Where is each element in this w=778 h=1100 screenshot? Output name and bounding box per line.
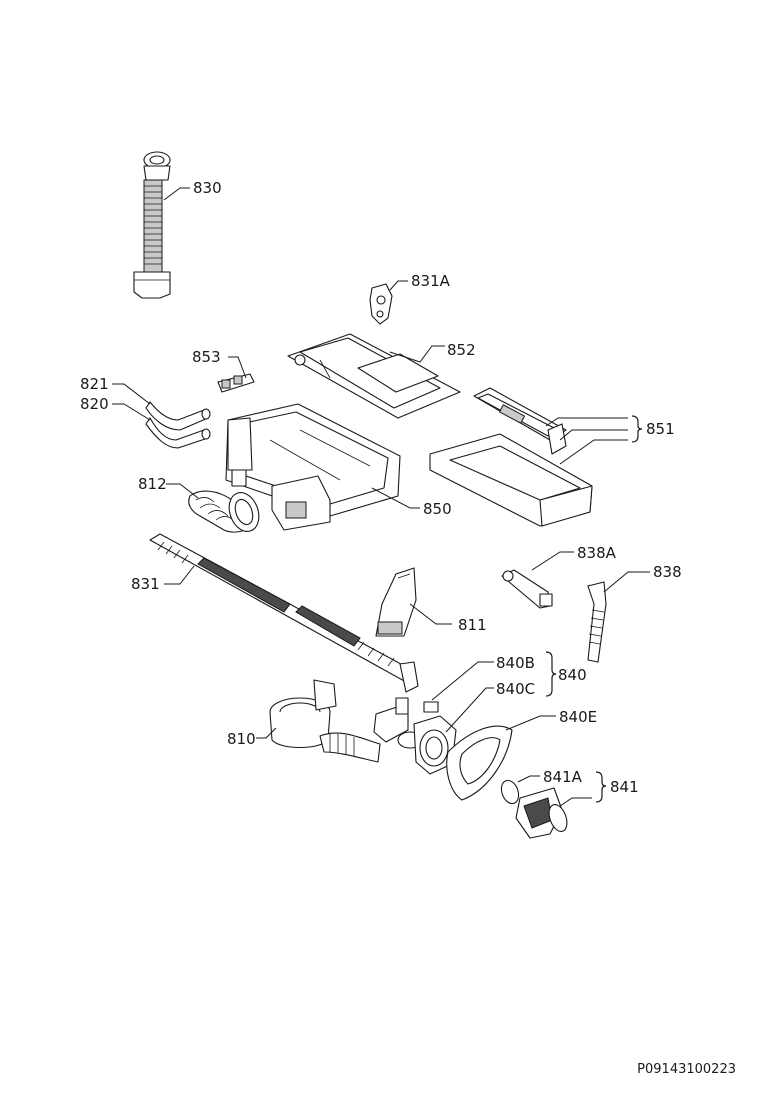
part-853-valve xyxy=(217,373,255,393)
label-840E: 840E xyxy=(559,708,597,726)
label-830: 830 xyxy=(193,179,222,197)
label-838: 838 xyxy=(653,563,682,581)
label-850: 850 xyxy=(423,500,452,518)
part-830-drain-hose xyxy=(133,151,171,299)
part-831-long-hose xyxy=(149,533,419,693)
drawing-code: P09143100223 xyxy=(637,1062,736,1077)
part-851-dispenser-drawer xyxy=(429,387,593,527)
label-810: 810 xyxy=(227,730,256,748)
label-812: 812 xyxy=(138,475,167,493)
part-840-drain-pump xyxy=(373,697,457,775)
label-821: 821 xyxy=(80,375,109,393)
label-853: 853 xyxy=(192,348,221,366)
part-841-filter xyxy=(500,779,568,839)
label-841: 841 xyxy=(610,778,639,796)
part-831A-bracket xyxy=(369,283,393,325)
part-810-sump xyxy=(269,679,381,763)
label-831: 831 xyxy=(131,575,160,593)
label-852: 852 xyxy=(447,341,476,359)
part-850-dispenser-housing xyxy=(225,403,401,531)
label-840B: 840B xyxy=(496,654,535,672)
label-838A: 838A xyxy=(577,544,617,562)
label-820: 820 xyxy=(80,395,109,413)
label-840C: 840C xyxy=(496,680,535,698)
label-811: 811 xyxy=(458,616,487,634)
part-838-corrugated-pipe xyxy=(587,581,607,663)
label-841A: 841A xyxy=(543,768,583,786)
label-831A: 831A xyxy=(411,272,451,290)
part-838A-valve xyxy=(501,569,553,609)
part-840E-pump-cover xyxy=(446,725,513,801)
part-812-bellows-hose xyxy=(188,490,260,533)
part-852-dispenser-cover xyxy=(287,333,461,419)
part-820-821-hoses xyxy=(145,401,211,449)
part-811-pipe xyxy=(375,567,417,637)
label-851: 851 xyxy=(646,420,675,438)
label-840: 840 xyxy=(558,666,587,684)
